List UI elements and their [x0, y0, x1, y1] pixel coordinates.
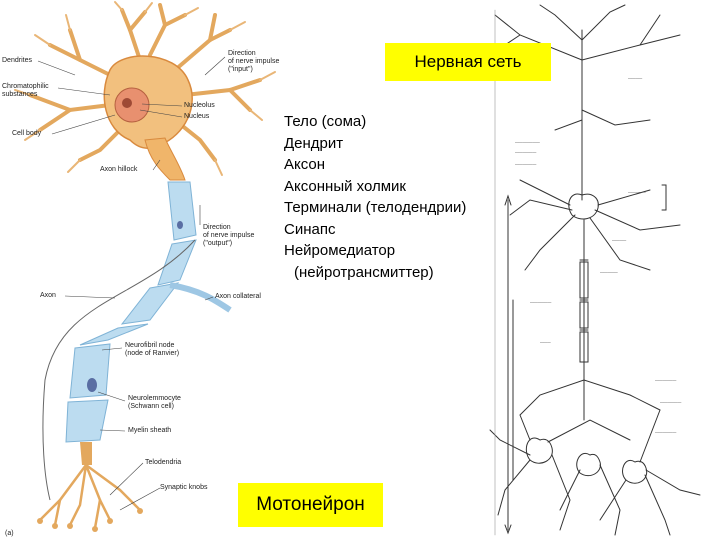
- term-item-neurotransmitter: (нейротрансмиттер): [294, 263, 434, 281]
- label-dendrites: Dendrites: [2, 57, 32, 64]
- label-nucleolus: Nucleolus: [184, 102, 215, 109]
- caption-box-motoneuron: Мотонейрон: [238, 483, 383, 527]
- term-item-terminals: Терминали (телодендрии): [284, 199, 467, 216]
- term-item-dendrite: Дендрит: [284, 134, 344, 152]
- sketch-annotation-3: ──────: [515, 150, 537, 156]
- label-node-of-ranvier: (node of Ranvier): [125, 350, 180, 357]
- label-schwann-cell: (Schwann cell): [128, 403, 174, 410]
- label-direction-input-3: ("input"): [228, 66, 253, 73]
- label-direction-input-2: of nerve impulse: [228, 58, 280, 65]
- label-direction-output-2: of nerve impulse: [203, 232, 255, 239]
- term-item-soma: Тело (сома): [284, 113, 367, 130]
- sketch-annotation-6: ────: [612, 238, 627, 244]
- label-telodendria: Telodendria: [145, 459, 182, 466]
- label-myelin-sheath: Myelin sheath: [128, 427, 172, 434]
- term-item-synapse: Синапс: [284, 220, 336, 238]
- sketch-annotation-1: ────: [628, 76, 643, 82]
- term-item-axon: Аксон: [284, 156, 326, 173]
- label-chromatophilic: Chromatophilic: [2, 83, 49, 90]
- sketch-annotation-5: ─────: [628, 190, 646, 196]
- motor-neuron-illustration: [14, 1, 276, 532]
- label-panel-a: (a): [5, 530, 14, 537]
- sketch-annotation-2: ───────: [515, 140, 540, 146]
- sketch-annotation-7: ─────: [600, 270, 618, 276]
- label-nucleus: Nucleus: [184, 113, 210, 120]
- label-axon-collateral: Axon collateral: [215, 293, 261, 300]
- sketch-annotation-4: ──────: [515, 162, 537, 168]
- term-item-neuromediator: Нейромедиатор: [284, 242, 396, 259]
- label-direction-output-3: ("output"): [203, 240, 233, 247]
- sketch-annotation-12: ──────: [655, 430, 677, 436]
- label-cell-body: Cell body: [12, 130, 42, 137]
- sketch-annotation-10: ──────: [655, 378, 677, 384]
- label-neurolemmocyte: Neurolemmocyte: [128, 395, 181, 402]
- label-neurofibril-node: Neurofibril node: [125, 342, 175, 349]
- label-substances: substances: [2, 91, 38, 98]
- sketch-annotation-8: ──────: [530, 300, 552, 306]
- label-direction-input-1: Direction: [228, 50, 256, 57]
- title-box-neural-network: Нервная сеть: [385, 43, 551, 81]
- sketch-annotation-9: ───: [540, 340, 551, 346]
- term-item-axon-hillock: Аксонный холмик: [284, 177, 406, 195]
- sketch-annotation-11: ──────: [660, 400, 682, 406]
- label-axon: Axon: [40, 292, 56, 299]
- term-list: Тело (сома) Дендрит Аксон Аксонный холми…: [284, 111, 466, 283]
- label-axon-hillock: Axon hillock: [100, 166, 138, 173]
- label-direction-output-1: Direction: [203, 224, 231, 231]
- label-synaptic-knobs: Synaptic knobs: [160, 484, 208, 491]
